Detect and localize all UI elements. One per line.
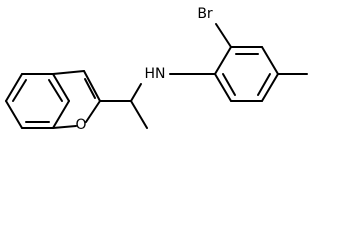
bond xyxy=(52,70,85,75)
double-bond-inner xyxy=(257,73,271,96)
bond xyxy=(52,73,70,102)
toluene-ring xyxy=(169,23,308,102)
bond xyxy=(85,100,101,123)
bond xyxy=(214,73,232,102)
ethyl-linker xyxy=(99,83,148,129)
double-bond-inner xyxy=(84,78,96,99)
molecule-structure: Br HN O xyxy=(5,6,308,133)
oxygen-label: O xyxy=(75,117,86,133)
double-bond-inner xyxy=(12,79,27,102)
bond xyxy=(52,125,77,129)
bond xyxy=(5,73,23,102)
bond xyxy=(214,46,232,75)
bromine-label: Br xyxy=(197,6,213,22)
bond xyxy=(261,46,279,75)
double-bond-inner xyxy=(222,73,236,96)
benzofuran-benzene-ring xyxy=(5,73,70,129)
double-bond-inner xyxy=(48,79,63,102)
bond xyxy=(130,83,142,102)
amine-label: HN xyxy=(145,66,166,82)
methyl-bond xyxy=(130,100,148,129)
bond xyxy=(83,70,101,102)
bromine-bond xyxy=(215,23,232,48)
bond xyxy=(5,100,23,129)
benzofuran-furan-ring xyxy=(52,70,101,129)
bond xyxy=(261,73,279,102)
bond xyxy=(52,100,70,129)
